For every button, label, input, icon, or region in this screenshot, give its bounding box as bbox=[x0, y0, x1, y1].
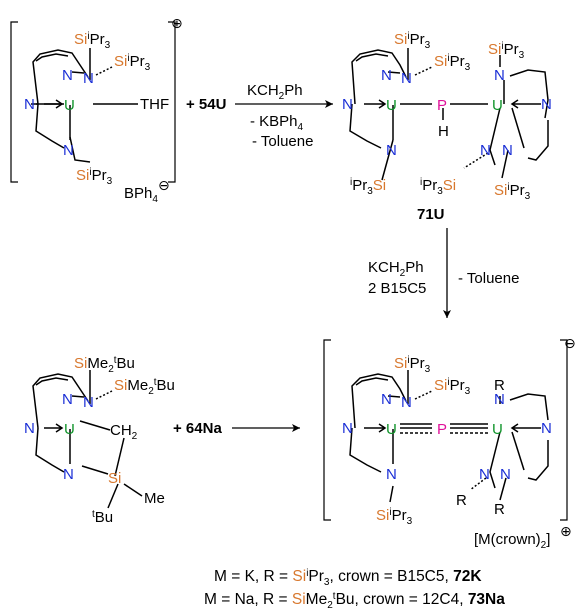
nitrogen-atom: N bbox=[386, 466, 397, 483]
nitrogen-atom: N bbox=[401, 394, 412, 411]
silyl-group: SiiPr3 bbox=[394, 31, 431, 51]
uranium-thf-complex: ⊕ N N N N U THF SiiPr3 SiiPr3 SiiPr3 BPh… bbox=[10, 15, 183, 205]
r-substituent: R bbox=[494, 377, 505, 394]
uranium-atom: U bbox=[386, 421, 397, 438]
compound-71U-structure: N N N N U P H U N N N N SiiPr3 SiiPr3 Si… bbox=[342, 31, 552, 202]
svg-text:KCH2Ph: KCH2Ph bbox=[368, 259, 424, 279]
silyl-group: SiiPr3 bbox=[76, 167, 113, 187]
silyl-group: SiiPr3 bbox=[494, 182, 531, 202]
uranium-atom: U bbox=[492, 421, 503, 438]
nitrogen-atom: N bbox=[541, 96, 552, 113]
silyl-group: SiiPr3 bbox=[114, 53, 151, 73]
amine-to-u-arrow bbox=[44, 99, 64, 109]
left-bracket bbox=[323, 339, 331, 521]
thf-ligand: THF bbox=[140, 96, 169, 113]
reagent-54U: + 54U bbox=[186, 96, 226, 113]
right-bracket bbox=[560, 339, 568, 521]
silyl-group: SiiPr3 bbox=[488, 41, 525, 61]
uranium-atom: U bbox=[386, 97, 397, 114]
nitrogen-atom: N bbox=[401, 70, 412, 87]
plus-charge: ⊕ bbox=[171, 15, 183, 31]
silyl-group: SiiPr3 bbox=[376, 507, 413, 527]
counter-cation: [M(crown)2] bbox=[474, 531, 550, 551]
uranium-atom: U bbox=[492, 97, 503, 114]
nitrogen-atom: N bbox=[24, 420, 35, 437]
caption-line-73Na: M = Na, R = SiMe2tBu, crown = 12C4, 73Na bbox=[204, 591, 505, 611]
nitrogen-atom: N bbox=[381, 67, 392, 84]
nitrogen-atom: N bbox=[62, 391, 73, 408]
minus-charge: ⊖ bbox=[158, 177, 170, 193]
nitrogen-atom: N bbox=[83, 70, 94, 87]
ligand-bonds bbox=[31, 48, 138, 163]
silyl-group: SiiPr3 bbox=[394, 355, 431, 375]
silyl-group: iPr3Si bbox=[350, 177, 386, 197]
silicon-atom: Si bbox=[108, 470, 121, 487]
nitrogen-atom: N bbox=[342, 96, 353, 113]
right-bracket bbox=[168, 21, 176, 183]
silyl-group: SiiPr3 bbox=[434, 377, 471, 397]
nitrogen-atom: N bbox=[494, 67, 505, 84]
nitrogen-atom: N bbox=[62, 67, 73, 84]
silyl-group: SiMe2tBu bbox=[74, 355, 135, 375]
nitrogen-atom: N bbox=[63, 466, 74, 483]
nitrogen-atom: N bbox=[479, 466, 490, 483]
phosphorus-atom: P bbox=[437, 421, 447, 438]
silyl-group: SiiPr3 bbox=[74, 31, 111, 51]
nitrogen-atom: N bbox=[63, 142, 74, 159]
nitrogen-atom: N bbox=[381, 391, 392, 408]
silyl-group: iPr3Si bbox=[420, 177, 456, 197]
left-bracket bbox=[10, 21, 18, 183]
tert-butyl-group: tBu bbox=[92, 509, 113, 526]
uranium-atom: U bbox=[64, 421, 75, 438]
tetraphenylborate-anion: BPh4 bbox=[124, 185, 158, 205]
uranium-metallacycle-64: N N N N U CH2 Si Me tBu SiMe2tBu SiMe2tB… bbox=[24, 355, 175, 526]
uranium-atom: U bbox=[64, 97, 75, 114]
nitrogen-atom: N bbox=[24, 96, 35, 113]
reaction-arrow-1: KCH2Ph - KBPh4 - Toluene bbox=[235, 82, 333, 150]
svg-text:KCH2Ph: KCH2Ph bbox=[247, 82, 303, 102]
reaction-arrow-2: KCH2Ph 2 B15C5 - Toluene bbox=[368, 228, 519, 318]
plus-charge: ⊕ bbox=[560, 523, 572, 539]
r-substituent: R bbox=[456, 492, 467, 509]
nitrogen-atom: N bbox=[480, 142, 491, 159]
hydrogen-atom: H bbox=[438, 123, 449, 140]
svg-text:- Toluene: - Toluene bbox=[458, 270, 519, 287]
svg-text:2 B15C5: 2 B15C5 bbox=[368, 280, 426, 297]
nitrogen-atom: N bbox=[500, 466, 511, 483]
phosphorus-atom: P bbox=[437, 97, 447, 114]
reaction-arrow-3 bbox=[232, 424, 300, 432]
caption-line-72K: M = K, R = SiiPr3, crown = B15C5, 72K bbox=[214, 568, 482, 588]
svg-text:- KBPh4: - KBPh4 bbox=[250, 113, 304, 133]
methyl-group: Me bbox=[144, 490, 165, 507]
silyl-group: SiiPr3 bbox=[434, 53, 471, 73]
nitrogen-atom: N bbox=[502, 142, 513, 159]
minus-charge: ⊖ bbox=[564, 335, 576, 351]
nitrogen-atom: N bbox=[494, 391, 505, 408]
svg-text:- Toluene: - Toluene bbox=[252, 133, 313, 150]
r-substituent: R bbox=[494, 501, 505, 518]
nitrogen-atom: N bbox=[541, 420, 552, 437]
nitrogen-atom: N bbox=[386, 142, 397, 159]
nitrogen-atom: N bbox=[83, 394, 94, 411]
phosphinidiide-product-structure: ⊖ N N N N U P U bbox=[323, 335, 576, 551]
reagent-64Na: + 64Na bbox=[173, 420, 222, 437]
nitrogen-atom: N bbox=[342, 420, 353, 437]
methylene-group: CH2 bbox=[110, 422, 138, 442]
silyl-group: SiMe2tBu bbox=[114, 377, 175, 397]
compound-label-71U: 71U bbox=[417, 206, 445, 223]
